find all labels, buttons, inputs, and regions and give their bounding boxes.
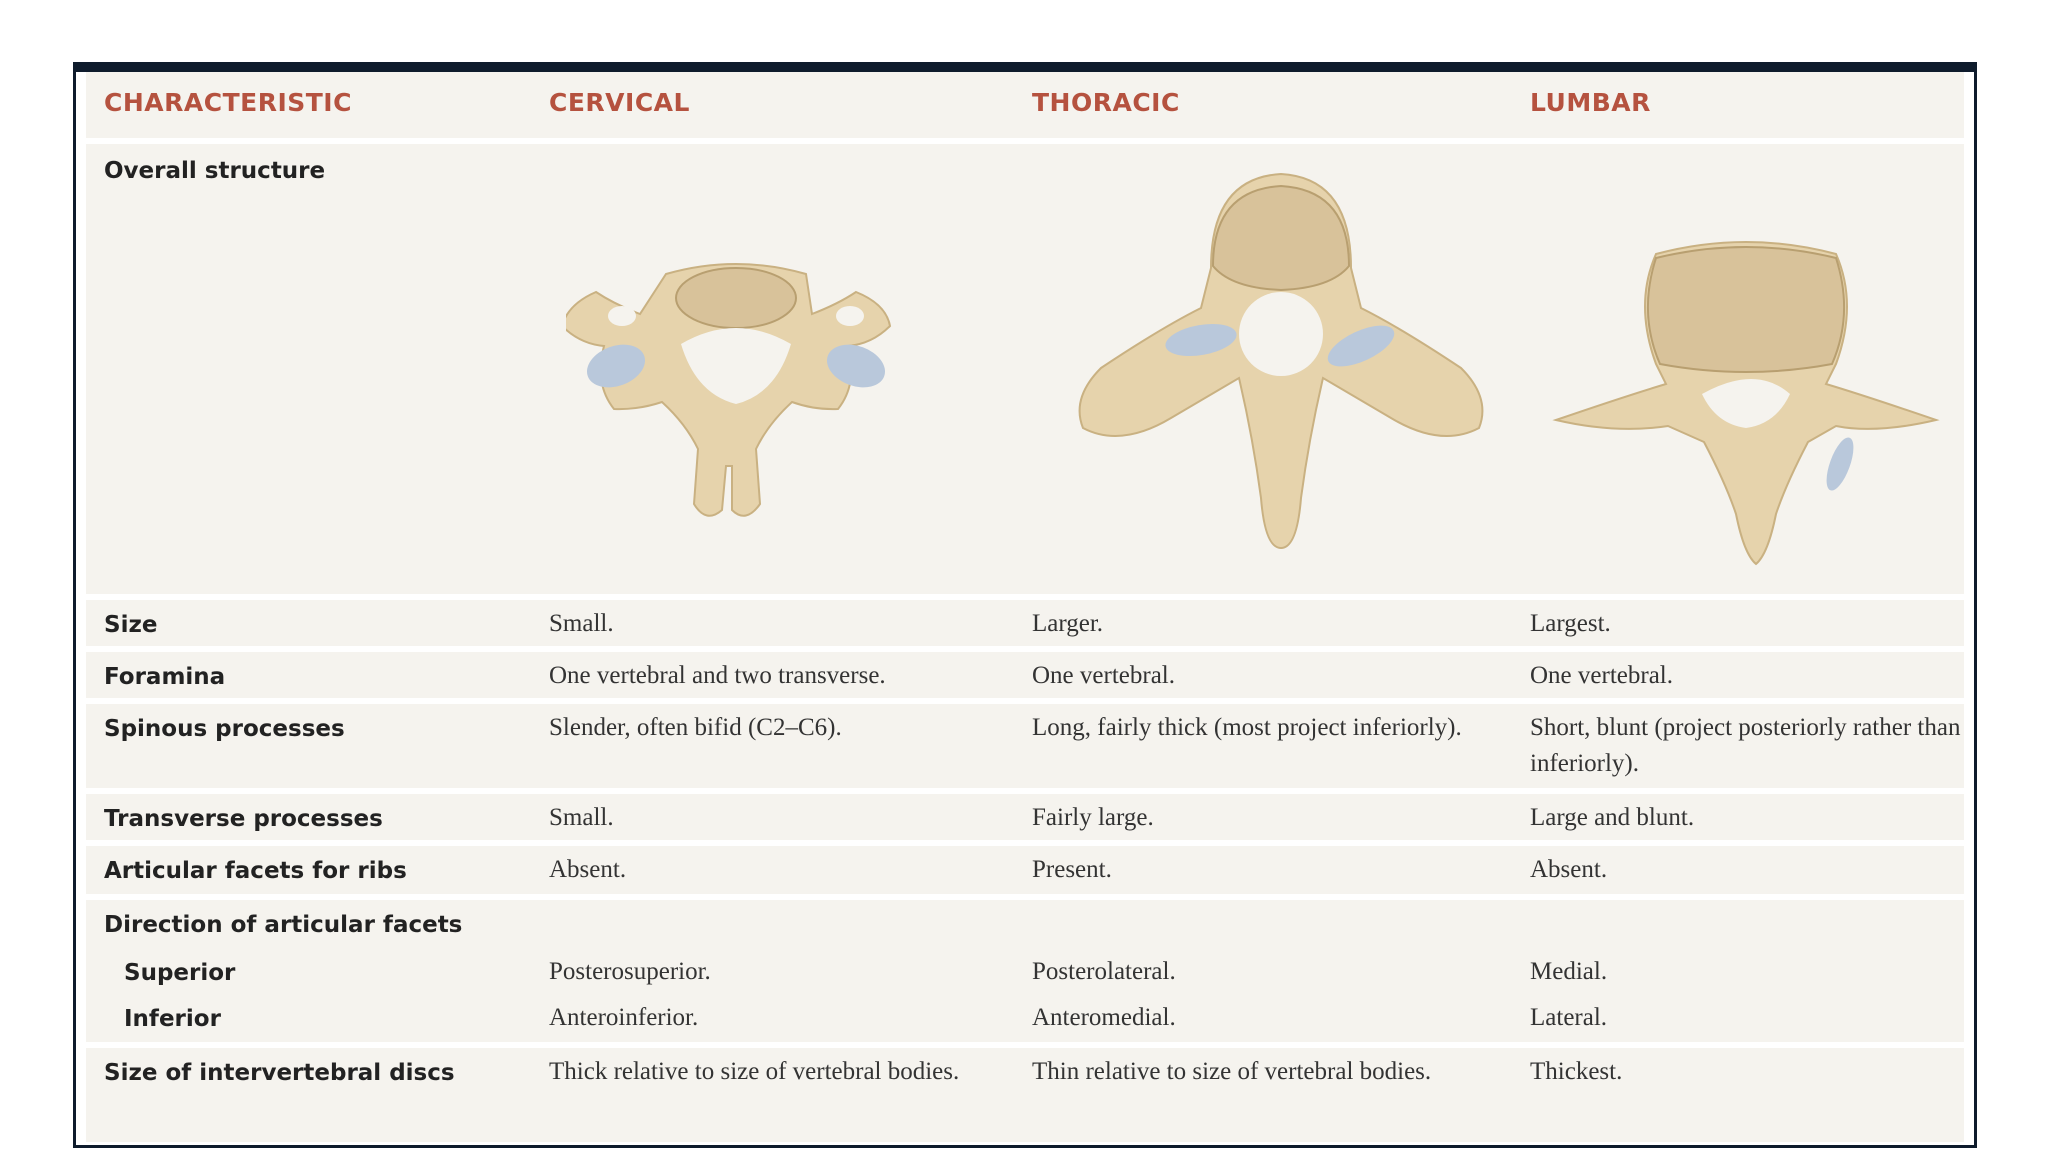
- superior-label: Superior: [124, 960, 236, 986]
- lumbar-superior-value: Medial.: [1530, 958, 1608, 985]
- thoracic-value: Fairly large.: [1032, 804, 1154, 831]
- cervical-value: Absent.: [549, 856, 627, 883]
- row-label: Foramina: [104, 664, 226, 690]
- lumbar-value: One vertebral.: [1530, 662, 1673, 689]
- thoracic-vertebra-illustration: [1078, 172, 1484, 550]
- lumbar-value: Largest.: [1530, 610, 1611, 637]
- lumbar-value: Large and blunt.: [1530, 804, 1695, 831]
- lumbar-vertebra-illustration: [1552, 241, 1940, 566]
- lumbar-value: Short, blunt (project posteriorly rather…: [1530, 714, 1961, 777]
- row-label: Size of intervertebral discs: [104, 1060, 455, 1086]
- lumbar-inferior-value: Lateral.: [1530, 1004, 1608, 1031]
- table-row: Size Small. Larger. Largest.: [86, 600, 1964, 646]
- thoracic-inferior-value: Anteromedial.: [1032, 1004, 1176, 1031]
- cervical-value: Thick relative to size of vertebral bodi…: [549, 1058, 960, 1085]
- table-row-direction: Direction of articular facets Superior P…: [86, 900, 1964, 1042]
- table-row: Transverse processes Small. Fairly large…: [86, 794, 1964, 840]
- table-row-overall-structure: Overall structure: [86, 144, 1964, 594]
- inferior-label: Inferior: [124, 1006, 221, 1032]
- table-row: Spinous processes Slender, often bifid (…: [86, 704, 1964, 788]
- thoracic-value: Long, fairly thick (most project inferio…: [1032, 714, 1462, 741]
- thoracic-value: Larger.: [1032, 610, 1104, 637]
- row-label: Spinous processes: [104, 716, 345, 742]
- cervical-value: Slender, often bifid (C2–C6).: [549, 714, 842, 741]
- thoracic-value: Thin relative to size of vertebral bodie…: [1032, 1058, 1432, 1085]
- thoracic-value: One vertebral.: [1032, 662, 1175, 689]
- table-header-row: CHARACTERISTIC CERVICAL THORACIC LUMBAR: [86, 72, 1964, 138]
- table-row: Articular facets for ribs Absent. Presen…: [86, 846, 1964, 894]
- table-row: Size of intervertebral discs Thick relat…: [86, 1048, 1964, 1142]
- lumbar-value: Thickest.: [1530, 1058, 1623, 1085]
- row-label: Overall structure: [104, 158, 326, 184]
- cervical-value: Small.: [549, 610, 614, 637]
- row-label: Size: [104, 612, 158, 638]
- header-lumbar: LUMBAR: [1530, 88, 1651, 117]
- cervical-inferior-value: Anteroinferior.: [549, 1004, 699, 1031]
- header-thoracic: THORACIC: [1032, 88, 1180, 117]
- thoracic-superior-value: Posterolateral.: [1032, 958, 1176, 985]
- row-label: Articular facets for ribs: [104, 858, 407, 884]
- header-cervical: CERVICAL: [549, 88, 690, 117]
- lumbar-value: Absent.: [1530, 856, 1608, 883]
- header-characteristic: CHARACTERISTIC: [104, 88, 352, 117]
- row-label: Transverse processes: [104, 806, 383, 832]
- cervical-value: One vertebral and two transverse.: [549, 662, 886, 689]
- cervical-value: Small.: [549, 804, 614, 831]
- row-label: Direction of articular facets: [104, 912, 463, 938]
- vertebrae-comparison-table: CHARACTERISTIC CERVICAL THORACIC LUMBAR …: [73, 62, 1977, 1148]
- cervical-superior-value: Posterosuperior.: [549, 958, 711, 985]
- table-row: Foramina One vertebral and two transvers…: [86, 652, 1964, 698]
- cervical-vertebra-illustration: [566, 263, 892, 517]
- thoracic-value: Present.: [1032, 856, 1112, 883]
